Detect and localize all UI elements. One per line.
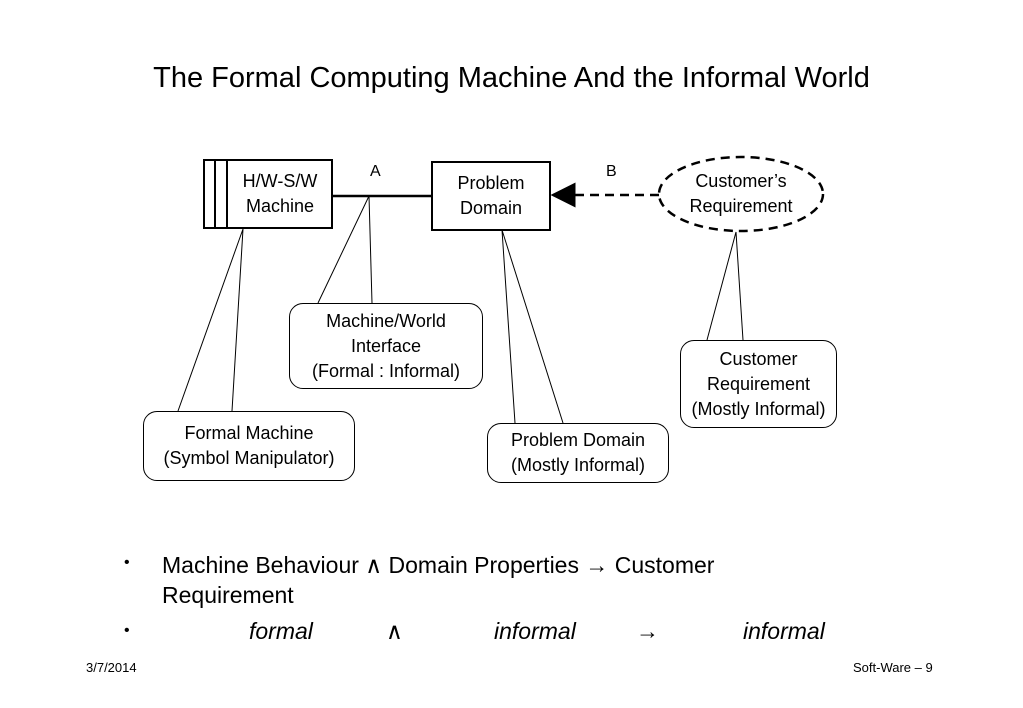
and-symbol: ∧ <box>386 618 403 644</box>
machine-label-line2: Machine <box>245 196 315 216</box>
problem-domain-callout-pointer <box>501 229 564 424</box>
formal-machine-callout-line1: Formal Machine <box>184 423 314 443</box>
bullet-marker: • <box>124 554 130 571</box>
customer-callout-pointer <box>706 231 744 341</box>
customer-ellipse <box>657 155 825 233</box>
machine-label-line1: H/W-S/W <box>242 171 318 191</box>
footer-page-number: Soft-Ware – 9 <box>853 660 933 675</box>
problem-label-line2: Domain <box>459 198 523 218</box>
customer-req-callout-line2: Requirement <box>706 373 811 394</box>
formal-machine-callout-line2: (Symbol Manipulator) <box>163 448 335 468</box>
interface-a-label: A <box>370 163 381 180</box>
interface-callout: Machine/World Interface (Formal : Inform… <box>289 303 483 389</box>
interface-callout-pointer <box>317 195 373 304</box>
interface-b-label: B <box>606 163 617 180</box>
interface-callout-line3: (Formal : Informal) <box>311 360 461 381</box>
formal-machine-callout-pointer <box>177 228 244 412</box>
problem-domain-callout-line2: (Mostly Informal) <box>510 455 645 475</box>
machine-label: H/W-S/W Machine <box>228 162 332 226</box>
interface-callout-line2: Interface <box>350 335 422 356</box>
slide-title: The Formal Computing Machine And the Inf… <box>153 62 870 94</box>
customer-label: Customer’s Requirement <box>665 164 817 224</box>
interface-callout-line1: Machine/World <box>326 310 446 331</box>
customer-label-line1: Customer’s <box>695 171 787 191</box>
customer-label-line2: Requirement <box>689 196 793 216</box>
customer-req-callout-line3: (Mostly Informal) <box>691 398 826 419</box>
bullet-marker: • <box>124 622 130 639</box>
implies-arrow: → <box>636 618 659 644</box>
problem-label: Problem Domain <box>433 163 549 229</box>
machine-box <box>203 159 333 229</box>
problem-label-line1: Problem <box>457 173 525 193</box>
problem-domain-callout-line1: Problem Domain <box>510 430 646 450</box>
footer-date: 3/7/2014 <box>86 660 137 675</box>
customer-req-callout: Customer Requirement (Mostly Informal) <box>680 340 837 428</box>
formal-machine-callout: Formal Machine (Symbol Manipulator) <box>143 411 355 481</box>
bullet-text: Machine Behaviour ∧ Domain Properties → … <box>162 552 715 608</box>
customer-req-callout-line1: Customer <box>719 348 798 369</box>
formal-word: formal <box>249 618 313 644</box>
problem-domain-callout: Problem Domain (Mostly Informal) <box>487 423 669 483</box>
informal-word: informal <box>743 618 825 644</box>
informal-word: informal <box>494 618 576 644</box>
